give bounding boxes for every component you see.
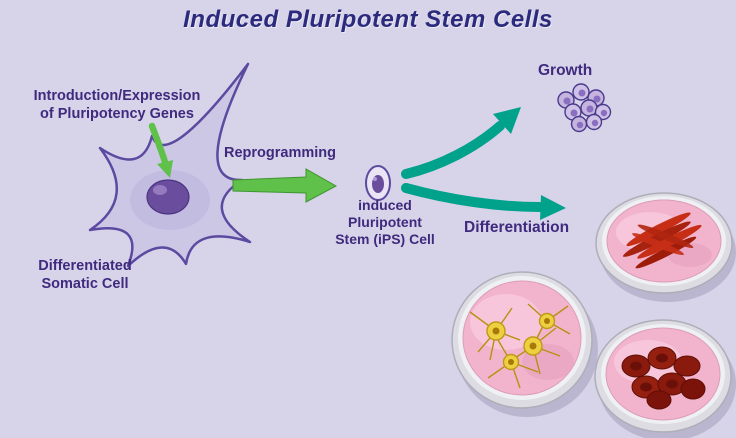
petri-dish-blood-cells [594,319,736,438]
growth-cell-cluster [557,83,612,133]
muscle-fibers-cross [632,224,694,256]
diagram-title: Induced Pluripotent Stem Cells [183,6,553,33]
differentiation-arrow [401,183,566,220]
label-differentiation: Differentiation [464,219,570,236]
reprogramming-arrow [232,168,338,203]
neuron-cells [469,303,571,389]
ips-cell [365,165,391,201]
label-differentiated-somatic-cell: Differentiated Somatic Cell [38,258,132,292]
petri-dish-muscle [595,192,736,302]
somatic-cell-nucleus [146,179,190,215]
introduction-arrow [148,122,173,178]
label-introduction-expression: Introduction/Expression of Pluripotency … [33,88,201,122]
blood-cells [621,346,706,410]
label-growth: Growth [538,62,593,79]
petri-dish-neurons [451,271,598,417]
growth-arrow [401,107,521,179]
label-ips-cell: induced Pluripotent Stem (iPS) Cell [335,197,435,248]
label-reprogramming: Reprogramming [224,145,336,161]
